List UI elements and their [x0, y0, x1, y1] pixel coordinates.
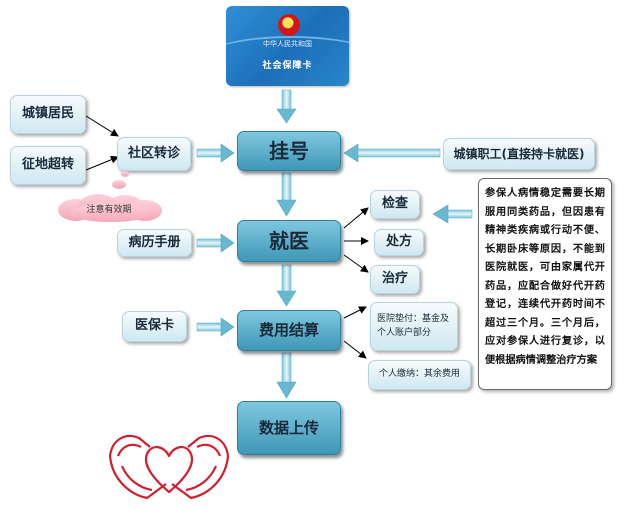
cloud-tail-dot [112, 180, 126, 189]
thin-arrows [85, 115, 369, 359]
settlement-step: 费用结算 [237, 310, 341, 351]
urban-resident-box: 城镇居民 [10, 95, 86, 134]
flow-arrow-referral-to-registration [196, 143, 235, 163]
examination-box: 检查 [370, 190, 420, 219]
prescription-box: 处方 [374, 229, 424, 256]
proxy-prescription-note: 参保人病情稳定需要长期服用同类药品，但因患有精神类疾病或行动不便、长期卧床等原因… [478, 178, 612, 390]
validity-reminder-cloud: 注意有效期 [56, 194, 162, 222]
flow-arrow-settlement-to-upload [276, 352, 297, 399]
card-title: 社会保障卡 [262, 61, 313, 71]
cloud-tail-dot-small [121, 171, 129, 177]
validity-reminder-text: 注意有效期 [86, 205, 132, 215]
card-subtitle: 中华人民共和国 [263, 40, 312, 48]
flow-arrow-card-to-registration [276, 89, 297, 124]
social-security-card: 中华人民共和国 社会保障卡 [226, 6, 349, 86]
land-acquisition-box: 征地超转 [10, 146, 86, 185]
flow-arrow-consultation-to-settlement [276, 264, 297, 307]
community-referral-box: 社区转诊 [117, 137, 191, 171]
urban-worker-box: 城镇职工(直接持卡就医) [443, 138, 595, 170]
data-upload-step: 数据上传 [237, 401, 341, 455]
flow-arrow-card-to-settlement [196, 317, 235, 337]
flow-arrow-record-to-consultation [196, 233, 235, 253]
national-emblem-icon [278, 14, 300, 36]
registration-step: 挂号 [237, 131, 341, 171]
treatment-box: 治疗 [370, 265, 420, 294]
hands-heart-icon [108, 434, 230, 500]
flow-arrow-note-to-examination [432, 204, 473, 224]
flow-arrow-worker-to-registration [343, 143, 441, 163]
hospital-advance-box: 医院垫付：基金及个人账户部分 [370, 302, 458, 351]
card-wave-decoration [226, 36, 349, 78]
medical-record-book-box: 病历手册 [117, 229, 192, 257]
flow-arrow-registration-to-consultation [276, 172, 297, 217]
insurance-card-box: 医保卡 [122, 311, 187, 342]
personal-payment-box: 个人缴纳：其余费用 [368, 360, 471, 390]
consultation-step: 就医 [237, 220, 341, 262]
